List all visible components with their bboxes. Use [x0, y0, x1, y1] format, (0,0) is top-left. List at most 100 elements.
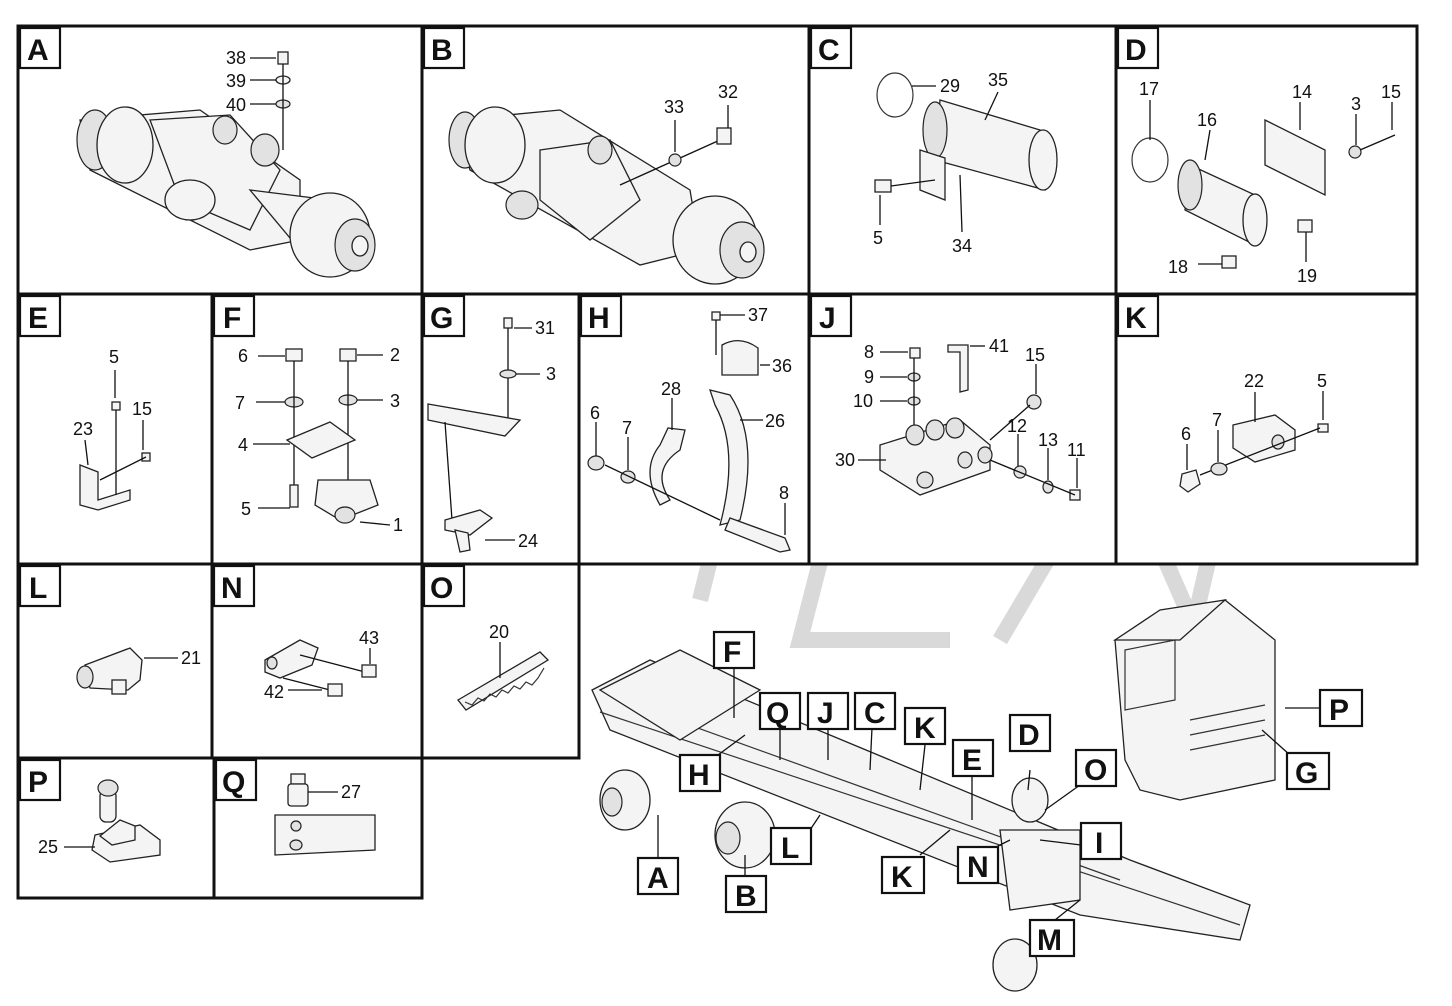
panel-tag-P: P — [28, 766, 48, 799]
callout-35: 35 — [988, 70, 1008, 90]
callout-22: 22 — [1244, 371, 1264, 391]
callout-15: 15 — [1381, 82, 1401, 102]
air-tank-c — [874, 72, 1058, 201]
panel-tag-Q: Q — [222, 766, 245, 799]
callout-28: 28 — [661, 379, 681, 399]
strip-o — [457, 651, 550, 711]
fastener-stack-b — [619, 127, 732, 186]
callout-33: 33 — [664, 97, 684, 117]
callout-41: 41 — [989, 336, 1009, 356]
callout-18: 18 — [1168, 257, 1188, 277]
axle-assembly-b — [448, 106, 765, 285]
fitting-q — [274, 773, 376, 856]
overview-tag-Q: Q — [766, 697, 789, 730]
callout-25: 25 — [38, 837, 58, 857]
air-tank-d — [1131, 118, 1396, 269]
callout-6: 6 — [590, 403, 600, 423]
panel-tag-L: L — [29, 572, 47, 605]
callout-6: 6 — [1181, 424, 1191, 444]
sensor-block-k — [1179, 414, 1329, 493]
callout-1: 1 — [393, 515, 403, 535]
callout-39: 39 — [226, 71, 246, 91]
handle-p — [91, 779, 161, 863]
callout-6: 6 — [238, 346, 248, 366]
callout-32: 32 — [718, 82, 738, 102]
panel-tag-B: B — [431, 34, 453, 67]
callout-9: 9 — [864, 367, 874, 387]
callout-11: 11 — [1067, 440, 1086, 460]
callout-19: 19 — [1297, 266, 1317, 286]
callout-21: 21 — [181, 648, 201, 668]
callout-5: 5 — [109, 347, 119, 367]
callout-8: 8 — [779, 483, 789, 503]
callout-40: 40 — [226, 95, 246, 115]
overview-tag-A: A — [647, 862, 669, 895]
callout-29: 29 — [940, 76, 960, 96]
callout-42: 42 — [264, 682, 284, 702]
overview-tag-G: G — [1295, 757, 1318, 790]
callout-15: 15 — [1025, 345, 1045, 365]
overview-tag-P: P — [1329, 694, 1349, 727]
callout-43: 43 — [359, 628, 379, 648]
overview-tags: F Q J C K D E O P G H L A B K N I M — [636, 630, 1364, 958]
overview-tag-C: C — [864, 697, 886, 730]
bracket-g — [427, 317, 522, 553]
callout-16: 16 — [1197, 110, 1217, 130]
callout-30: 30 — [835, 450, 855, 470]
callout-3: 3 — [1351, 94, 1361, 114]
panel-tag-F: F — [223, 302, 241, 335]
panel-tag-D: D — [1125, 34, 1147, 67]
callout-5: 5 — [1317, 371, 1327, 391]
callout-7: 7 — [622, 418, 632, 438]
panel-tag-G: G — [430, 302, 453, 335]
fitting-l — [76, 647, 143, 695]
callout-10: 10 — [853, 391, 873, 411]
callout-26: 26 — [765, 411, 785, 431]
panel-tag-K: K — [1125, 302, 1147, 335]
callout-17: 17 — [1139, 79, 1159, 99]
callout-36: 36 — [772, 356, 792, 376]
overview-tag-H: H — [688, 759, 710, 792]
callout-37: 37 — [748, 305, 768, 325]
overview-tag-K: K — [914, 712, 936, 745]
callout-3: 3 — [546, 364, 556, 384]
panel-tag-E: E — [28, 302, 48, 335]
callout-15: 15 — [132, 399, 152, 419]
callout-4: 4 — [238, 435, 248, 455]
overview-tag-O: O — [1084, 754, 1107, 787]
truck-chassis-overview — [591, 599, 1276, 992]
overview-tag-J: J — [817, 697, 834, 730]
panel-tag-A: A — [27, 34, 49, 67]
callout-7: 7 — [1212, 410, 1222, 430]
overview-tag-M: M — [1037, 924, 1062, 957]
callout-12: 12 — [1007, 416, 1027, 436]
valve-assembly-f — [284, 348, 379, 524]
callout-3: 3 — [390, 391, 400, 411]
fastener-stack-a — [275, 51, 291, 150]
panel-tags: A B C D E F G H J K L N O P Q — [18, 26, 1160, 802]
panel-tag-J: J — [819, 302, 836, 335]
axle-assembly-a — [76, 106, 376, 278]
callout-2: 2 — [390, 345, 400, 365]
bracket-e — [79, 401, 151, 511]
callout-5: 5 — [873, 228, 883, 248]
overview-tag-D: D — [1018, 719, 1040, 752]
callout-24: 24 — [518, 531, 538, 551]
overview-tag-E: E — [962, 744, 982, 777]
callout-13: 13 — [1038, 430, 1058, 450]
overview-tag-I: I — [1095, 827, 1103, 860]
callout-38: 38 — [226, 48, 246, 68]
callout-34: 34 — [952, 236, 972, 256]
overview-tag-K-lower: K — [891, 861, 913, 894]
callout-14: 14 — [1292, 82, 1312, 102]
panel-tag-H: H — [588, 302, 610, 335]
overview-tag-B: B — [735, 880, 757, 913]
overview-tag-L: L — [781, 832, 799, 865]
callout-27: 27 — [341, 782, 361, 802]
callout-7: 7 — [235, 393, 245, 413]
callout-31: 31 — [535, 318, 555, 338]
overview-tag-F: F — [723, 636, 741, 669]
panel-tag-N: N — [221, 572, 243, 605]
panel-tag-C: C — [818, 34, 840, 67]
valve-block-j — [879, 344, 1081, 501]
